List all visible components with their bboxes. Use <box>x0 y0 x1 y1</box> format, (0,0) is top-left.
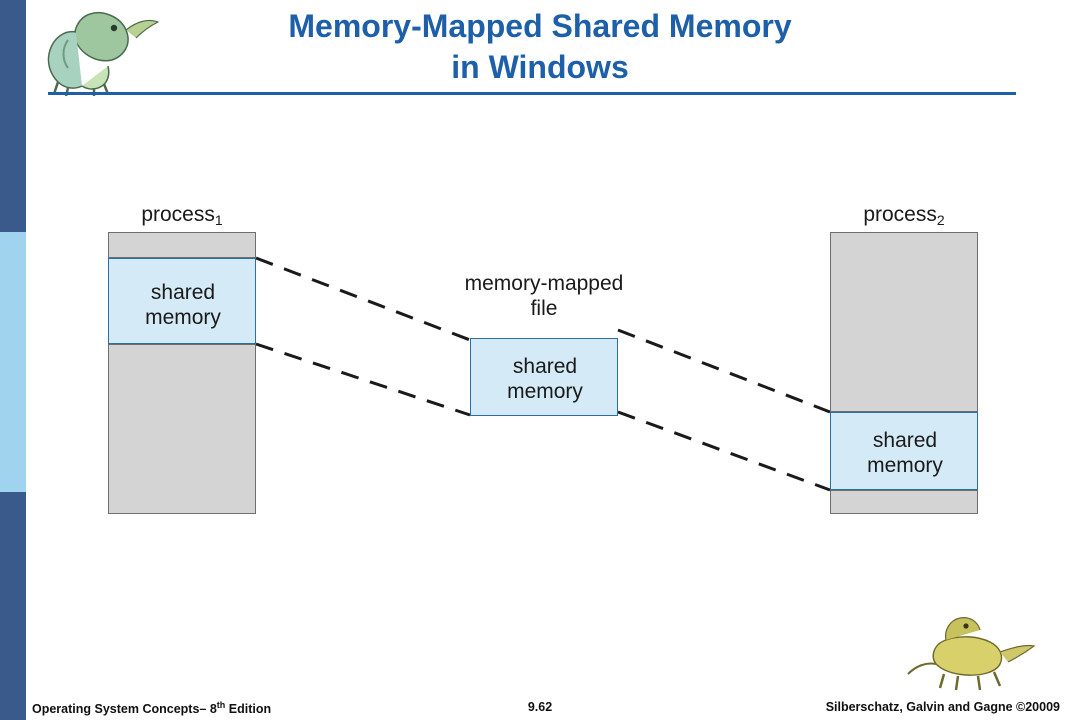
process1-subscript: 1 <box>214 212 223 228</box>
slide-title: Memory-Mapped Shared Memory in Windows <box>0 6 1080 88</box>
memory-mapped-file-label: memory-mapped file <box>464 272 624 320</box>
process2-label: process2 <box>863 203 945 228</box>
footer-left-text: Operating System Concepts– 8th Edition <box>32 700 272 717</box>
slide-title-line-1: Memory-Mapped Shared Memory <box>288 8 792 44</box>
process2-shared-memory-box: shared memory <box>830 412 978 490</box>
process2-bottom-segment <box>830 490 978 514</box>
stripe-segment-middle <box>0 232 26 492</box>
process2-top-segment <box>830 232 978 412</box>
process1-top-segment <box>108 232 256 258</box>
dinosaur-logo-icon <box>47 12 160 96</box>
stripe-segment-top <box>0 0 26 232</box>
left-accent-stripe <box>0 0 26 720</box>
slide-title-line-2: in Windows <box>451 48 629 85</box>
process1-bottom-segment <box>108 344 256 514</box>
process1-shared-memory-label: shared memory <box>145 281 221 329</box>
stripe-segment-bottom <box>0 492 26 720</box>
memory-mapped-file-shared-memory-box: shared memory <box>470 338 618 416</box>
process1-shared-memory-box: shared memory <box>108 258 256 344</box>
memory-mapped-file-shared-memory-label: shared memory <box>507 355 583 403</box>
footer-page-number: 9.62 <box>527 700 553 714</box>
process2-shared-memory-label: shared memory <box>867 429 943 477</box>
process2-subscript: 2 <box>936 212 945 228</box>
dinosaur-footer-icon <box>907 617 1036 691</box>
process1-label: process1 <box>141 203 223 228</box>
title-divider-rule <box>48 92 1016 95</box>
footer-copyright: Silberschatz, Galvin and Gagne ©20009 <box>825 700 1060 714</box>
